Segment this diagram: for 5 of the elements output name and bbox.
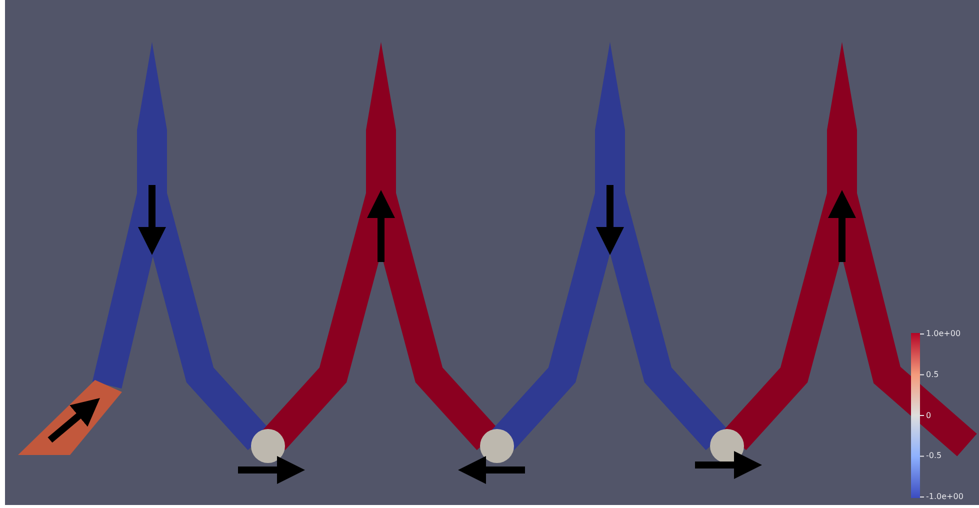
colorbar-tick-label: 0 <box>926 410 932 420</box>
colorbar-tick-label: 0.5 <box>926 370 939 380</box>
colorbar-tick-label: -1.0e+00 <box>926 492 964 502</box>
colorbar-tick-label: -0.5 <box>926 451 942 462</box>
colorbar-tick-label: 1.0e+00 <box>926 329 961 339</box>
